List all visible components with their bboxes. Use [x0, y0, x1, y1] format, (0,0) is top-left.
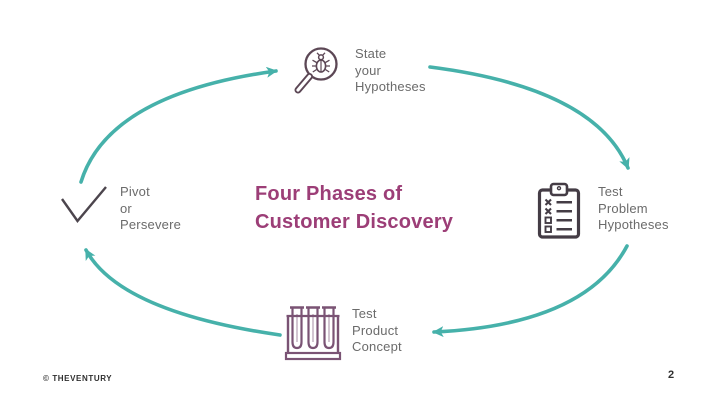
page-number: 2	[667, 369, 675, 381]
cycle-arrow-right-to-bottom	[432, 244, 629, 338]
phase-state-hypotheses: State your Hypotheses	[355, 46, 426, 96]
test-tubes-icon	[284, 300, 342, 367]
cycle-arrow-bottom-to-left	[84, 248, 282, 337]
clipboard-checklist-icon	[536, 181, 582, 246]
checkmark-icon	[59, 184, 109, 231]
footer-logo: © THEVENTURY	[43, 374, 113, 383]
slide-title-line1: Four Phases of	[255, 183, 403, 205]
phase-label-test-problem: Test Problem Hypotheses	[598, 184, 669, 232]
magnifier-bug-icon	[290, 44, 344, 103]
cycle-arrow-top-to-right	[428, 65, 630, 170]
cycle-arrow-left-to-top	[79, 66, 278, 184]
phase-test-problem: Test Problem Hypotheses	[598, 184, 669, 234]
slide-title-line2: Customer Discovery	[255, 211, 454, 233]
phase-pivot-persevere: Pivot or Persevere	[120, 184, 181, 234]
phase-test-product: Test Product Concept	[352, 306, 402, 356]
slide-title: Four Phases of Customer Discovery	[255, 180, 453, 236]
phase-label-test-product: Test Product Concept	[352, 306, 402, 354]
phase-label-state-hypotheses: State your Hypotheses	[355, 46, 426, 94]
phase-label-pivot-persevere: Pivot or Persevere	[120, 184, 182, 232]
